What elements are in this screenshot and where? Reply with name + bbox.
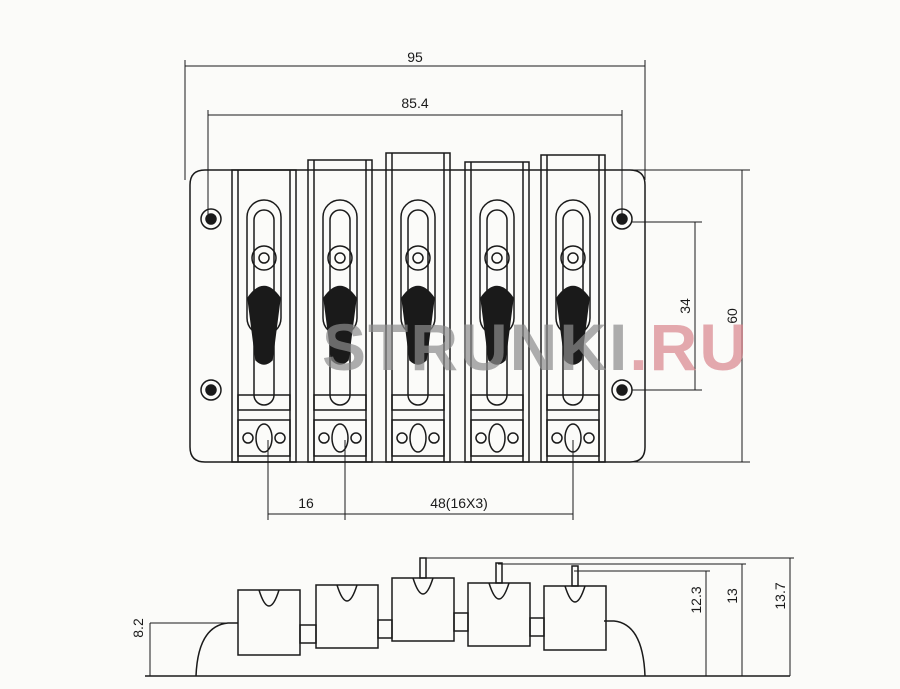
- saddle-spacer: [454, 613, 468, 631]
- string-ball-end: [481, 287, 513, 365]
- intonation-screw: [351, 433, 361, 443]
- dim-string-spacing: 48(16X3): [430, 495, 488, 511]
- dim-low-height: 12.3: [688, 586, 704, 613]
- watermark: STRUNKI.RU: [322, 310, 749, 384]
- side-right-end: [604, 621, 645, 676]
- hex-socket: [413, 253, 423, 263]
- saddles-top: [232, 153, 605, 462]
- saddle-top: [308, 160, 372, 462]
- saddle-top: [465, 162, 529, 462]
- string-groove: [259, 590, 279, 606]
- dim-overall-height: 60: [724, 308, 740, 324]
- saddle-spacer: [530, 618, 544, 636]
- saddle-spacer: [378, 620, 392, 638]
- saddle-body: [465, 162, 529, 462]
- saddle-side: [544, 566, 606, 650]
- string-groove: [565, 586, 585, 602]
- string-groove: [489, 583, 509, 599]
- hex-screw-icon: [252, 246, 276, 270]
- saddle-block: [238, 590, 300, 655]
- hex-screw-icon: [328, 246, 352, 270]
- saddle-tail: [471, 420, 523, 456]
- saddle-step: [547, 395, 599, 410]
- hex-screw-icon: [485, 246, 509, 270]
- height-pin: [420, 558, 426, 578]
- mounting-hole: [201, 209, 221, 229]
- saddle-side: [392, 558, 468, 641]
- saddle-block: [316, 585, 378, 648]
- hex-screw-icon: [561, 246, 585, 270]
- saddle-side: [316, 585, 392, 648]
- height-pin: [496, 563, 502, 583]
- string-ball-end: [248, 287, 280, 365]
- hex-socket: [335, 253, 345, 263]
- saddle-block: [468, 583, 530, 646]
- intonation-screw: [243, 433, 253, 443]
- dim-base-height: 8.2: [130, 618, 146, 638]
- hex-screw-icon: [406, 246, 430, 270]
- dim-overall-width: 95: [407, 49, 423, 65]
- string-hole: [410, 424, 426, 452]
- intonation-screw: [319, 433, 329, 443]
- saddle-tail: [392, 420, 444, 456]
- string-groove: [413, 578, 433, 594]
- string-hole: [332, 424, 348, 452]
- intonation-screw: [584, 433, 594, 443]
- string-hole: [256, 424, 272, 452]
- dim-first-spacing: 16: [298, 495, 314, 511]
- height-pin: [572, 566, 578, 586]
- dim-hole-spacing-y: 34: [677, 298, 693, 314]
- dim-mid-height: 13: [724, 588, 740, 604]
- saddle-step: [392, 395, 444, 410]
- top-view: [190, 153, 645, 462]
- side-left-end: [196, 623, 238, 676]
- string-ball-end: [557, 287, 589, 365]
- string-hole: [489, 424, 505, 452]
- mounting-hole: [201, 380, 221, 400]
- saddle-side: [238, 590, 316, 655]
- saddle-step: [471, 395, 523, 410]
- saddle-top: [386, 153, 450, 462]
- saddle-tail: [314, 420, 366, 456]
- saddle-body: [386, 153, 450, 462]
- hex-socket: [259, 253, 269, 263]
- dim-max-height: 13.7: [772, 582, 788, 609]
- watermark-domain: .RU: [629, 310, 749, 384]
- watermark-text: STRUNKI: [322, 310, 629, 384]
- saddle-body: [308, 160, 372, 462]
- saddle-step: [314, 395, 366, 410]
- saddle-tail: [238, 420, 290, 456]
- hex-socket: [492, 253, 502, 263]
- saddle-top: [232, 170, 296, 462]
- intonation-screw: [275, 433, 285, 443]
- saddle-step: [238, 395, 290, 410]
- intonation-screw: [397, 433, 407, 443]
- saddle-side: [468, 563, 544, 646]
- intonation-screw: [476, 433, 486, 443]
- saddle-body: [232, 170, 296, 462]
- saddles-side: [238, 558, 606, 655]
- intonation-screw: [552, 433, 562, 443]
- saddle-spacer: [300, 625, 316, 643]
- string-groove: [337, 585, 357, 601]
- top-dimensions: [185, 60, 750, 520]
- saddle-block: [544, 586, 606, 650]
- intonation-screw: [429, 433, 439, 443]
- side-dimensions: [150, 558, 794, 676]
- saddle-block: [392, 578, 454, 641]
- hex-socket: [568, 253, 578, 263]
- saddle-top: [541, 155, 605, 462]
- side-view: [145, 558, 790, 676]
- dim-hole-spacing-x: 85.4: [401, 95, 428, 111]
- string-ball-end: [324, 287, 356, 365]
- intonation-screw: [508, 433, 518, 443]
- string-ball-end: [402, 287, 434, 365]
